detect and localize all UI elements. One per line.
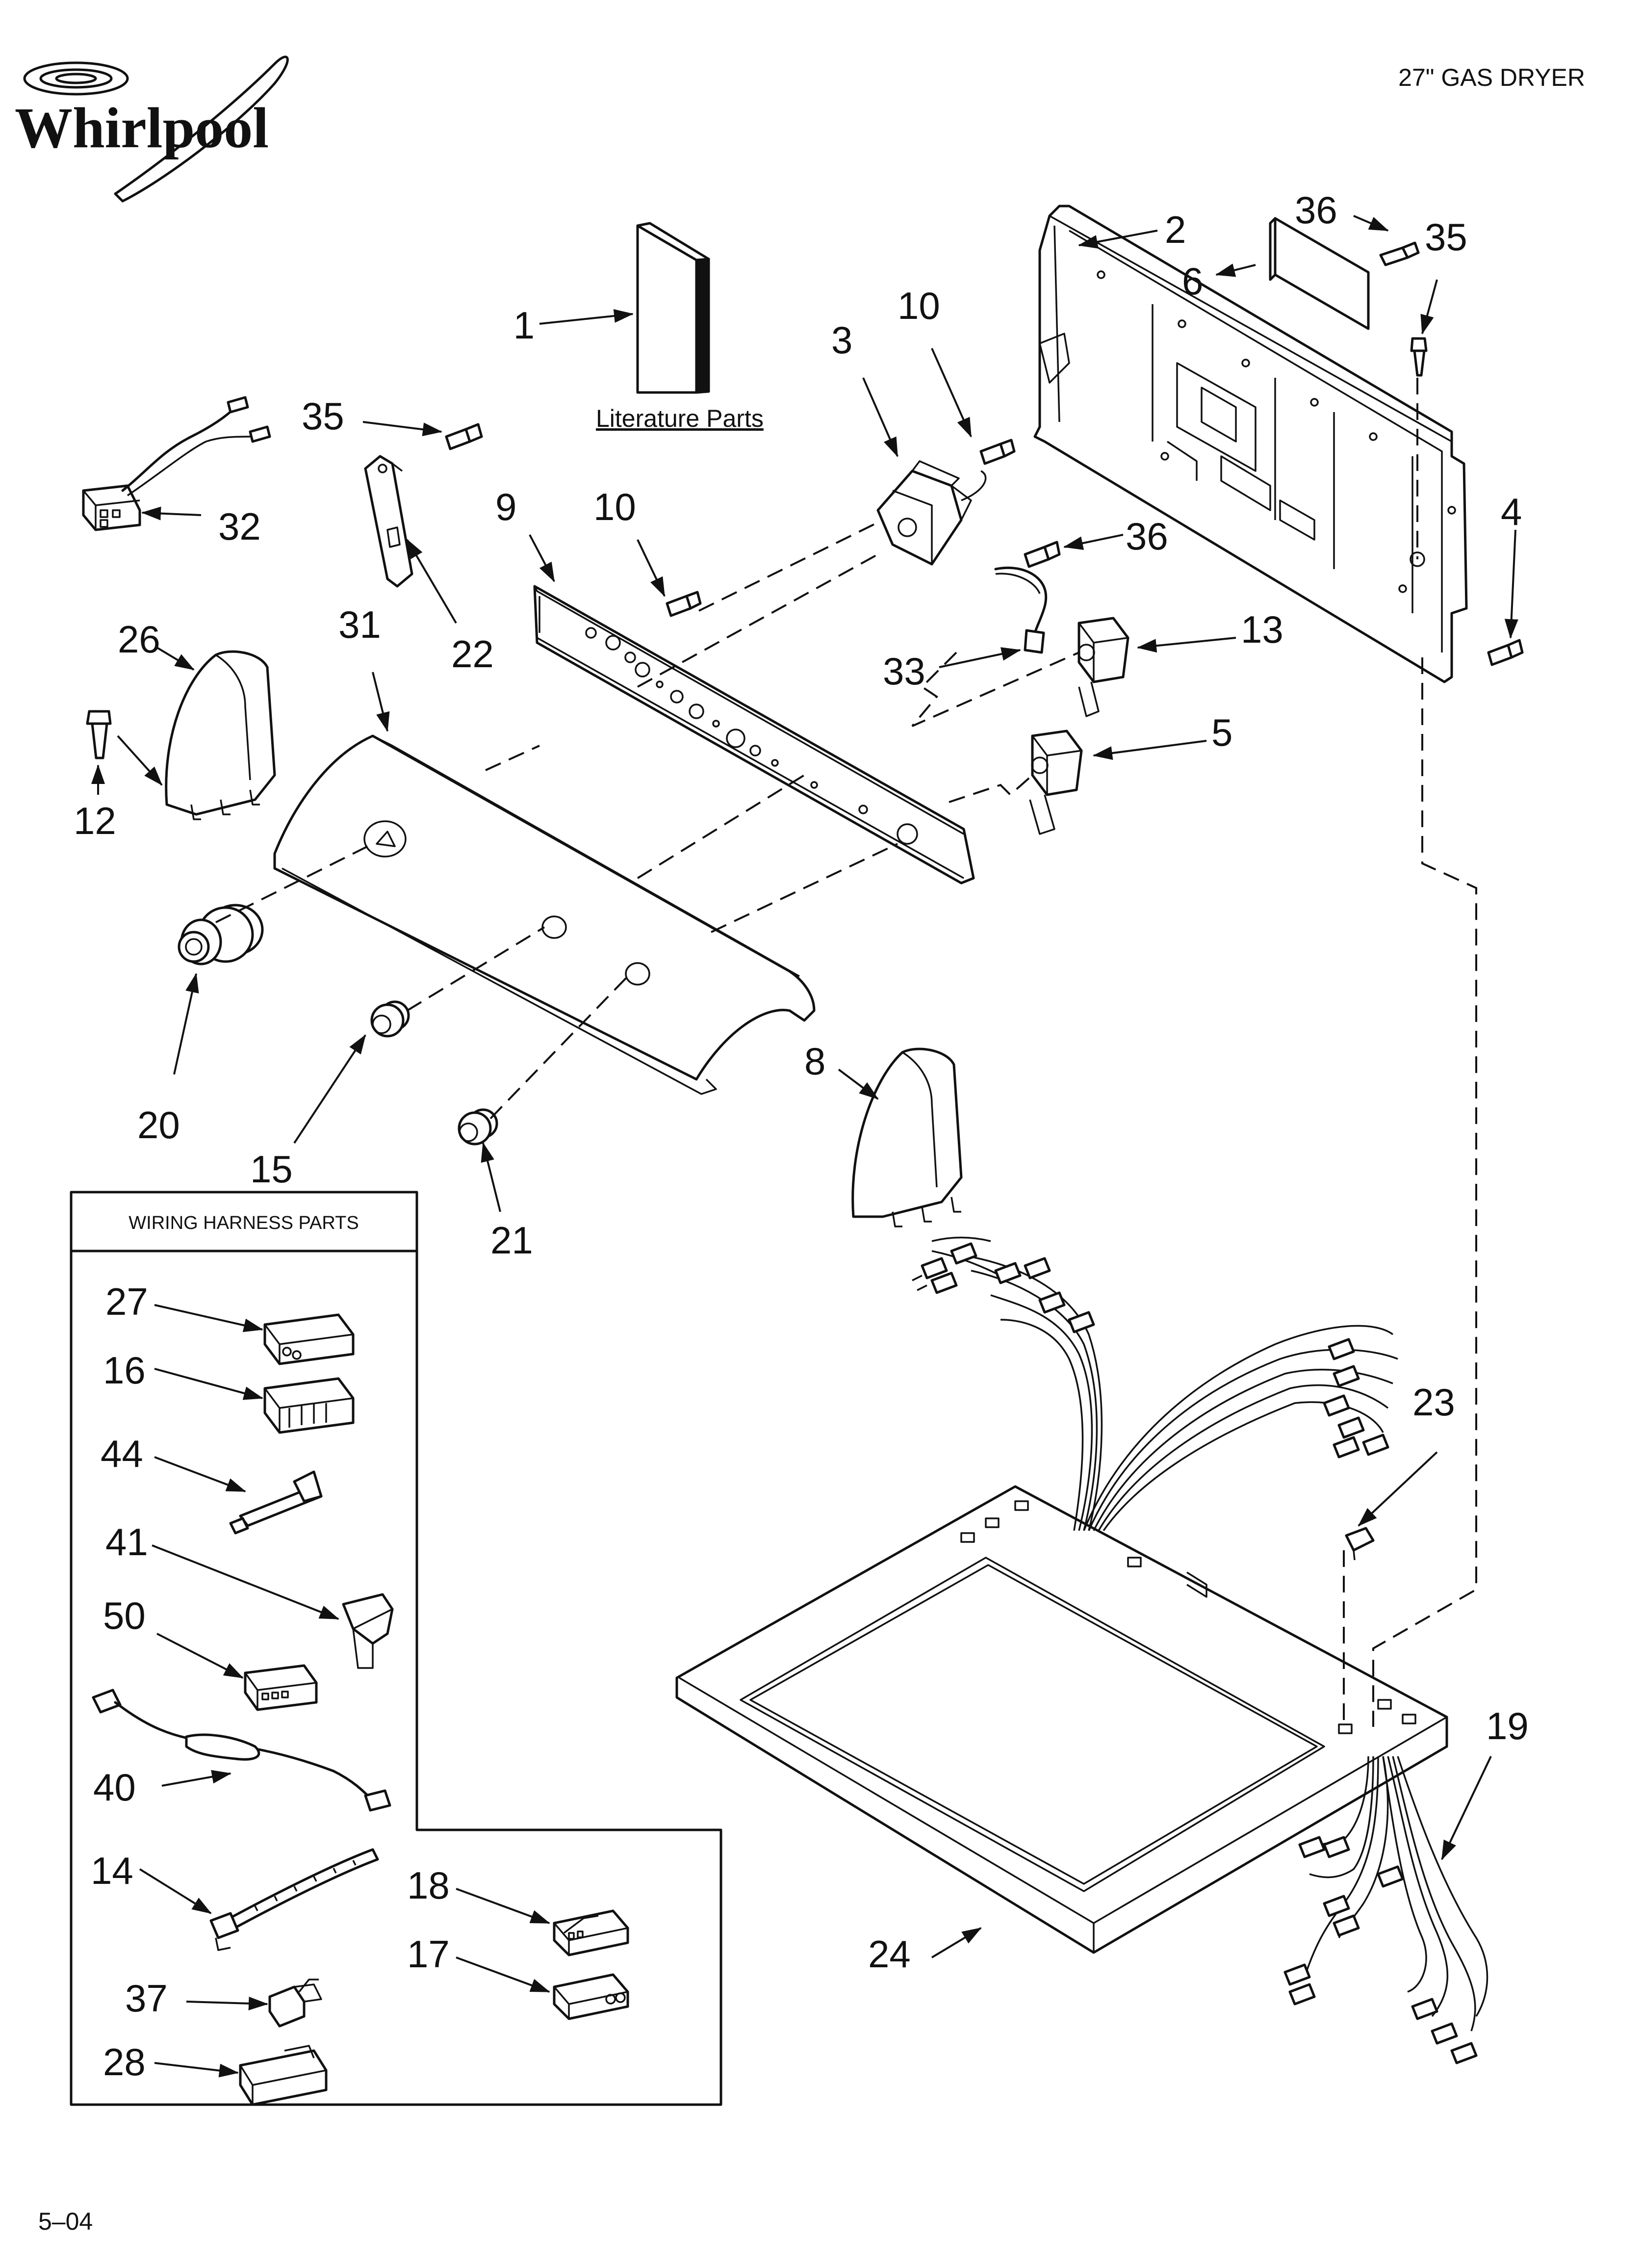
callout-22: 22 <box>451 632 494 676</box>
callout-1: 1 <box>513 304 535 347</box>
callout-numbers: 1 2 3 4 5 6 8 9 10 10 12 13 14 15 16 17 … <box>74 188 1529 2084</box>
wiring-box-title: WIRING HARNESS PARTS <box>128 1213 359 1233</box>
footer-code: 5–04 <box>38 2208 93 2235</box>
callout-9: 9 <box>495 485 516 528</box>
console-mounting-plate <box>1269 217 1370 330</box>
screw-12 <box>86 710 112 759</box>
callout-18: 18 <box>407 1864 450 1907</box>
top-panel <box>675 1485 1448 1954</box>
part-40-wire <box>92 1689 391 1812</box>
callout-36-top: 36 <box>1295 188 1337 232</box>
part-14-tie <box>209 1848 379 1951</box>
screw-35-right <box>1410 337 1428 377</box>
part-41-clip <box>342 1593 394 1669</box>
callout-23: 23 <box>1412 1381 1455 1424</box>
model-title: 27" GAS DRYER <box>1398 64 1585 91</box>
callout-32: 32 <box>218 505 261 548</box>
callout-24: 24 <box>868 1932 911 1976</box>
callout-41: 41 <box>105 1520 148 1564</box>
part-17-connector <box>553 1973 629 2020</box>
knob-20 <box>178 904 264 965</box>
part-18-connector <box>553 1909 629 1956</box>
part-16-housing <box>263 1377 355 1434</box>
callout-44: 44 <box>101 1432 143 1475</box>
callout-35-left: 35 <box>302 394 344 438</box>
callout-20: 20 <box>137 1103 180 1147</box>
part-50-connector <box>244 1664 318 1711</box>
part-28-housing <box>239 2045 328 2106</box>
callout-19: 19 <box>1486 1704 1529 1747</box>
callout-15: 15 <box>250 1147 293 1191</box>
callout-3: 3 <box>831 318 852 362</box>
assembly-lines <box>215 378 1477 1727</box>
callout-10-upper: 10 <box>898 284 940 327</box>
callout-35-right: 35 <box>1425 215 1467 259</box>
timer-switch <box>876 460 987 566</box>
literature-parts-label: Literature Parts <box>596 405 764 432</box>
callout-6: 6 <box>1182 260 1203 303</box>
callout-33: 33 <box>883 650 925 693</box>
harness-32 <box>82 396 271 531</box>
callout-10-lower: 10 <box>593 485 636 528</box>
part-44-terminal <box>229 1470 323 1535</box>
control-console <box>273 734 816 1095</box>
callout-26: 26 <box>118 618 160 661</box>
screw-35-left <box>445 423 483 450</box>
callout-16: 16 <box>103 1349 146 1392</box>
callout-21: 21 <box>490 1219 533 1262</box>
brand-wordmark: Whirlpool <box>15 96 269 160</box>
callout-17: 17 <box>407 1932 450 1976</box>
callout-14: 14 <box>91 1849 133 1892</box>
callout-13: 13 <box>1241 608 1283 651</box>
clip-23 <box>1345 1527 1375 1561</box>
wire-harness-19 <box>1283 1756 1488 2064</box>
literature-booklet <box>636 222 710 394</box>
callout-28: 28 <box>103 2040 146 2084</box>
leader-lines <box>91 215 1518 2078</box>
bracket-22 <box>364 455 413 588</box>
callout-2: 2 <box>1165 208 1186 251</box>
console-rear-panel <box>1033 205 1468 683</box>
whirlpool-logo: Whirlpool <box>15 55 289 203</box>
screw-36-mid <box>1024 541 1061 568</box>
callout-36-mid: 36 <box>1126 515 1168 558</box>
screw-36-top <box>1379 241 1420 266</box>
callout-50: 50 <box>103 1594 146 1637</box>
callout-31: 31 <box>338 603 381 646</box>
callout-12: 12 <box>74 799 116 842</box>
switch-5 <box>1029 730 1083 835</box>
console-bracket <box>533 585 975 885</box>
end-cap-8 <box>851 1047 963 1227</box>
callout-4: 4 <box>1501 490 1522 533</box>
switch-13 <box>1078 617 1129 717</box>
screw-10-lower <box>666 591 702 617</box>
knob-15 <box>370 1000 410 1038</box>
wire-harness-33 <box>994 566 1048 654</box>
knob-21 <box>458 1108 498 1146</box>
callout-27: 27 <box>105 1280 148 1323</box>
callout-37: 37 <box>125 1977 168 2020</box>
part-27-housing <box>263 1313 355 1365</box>
callout-5: 5 <box>1211 711 1232 754</box>
callout-40: 40 <box>93 1766 136 1809</box>
screw-10-upper <box>979 439 1016 465</box>
end-cap-26 <box>165 650 276 820</box>
part-37-connector <box>268 1979 322 2028</box>
callout-8: 8 <box>804 1040 825 1083</box>
wiring-harness-box <box>70 1191 722 2106</box>
wire-harness-upper <box>912 1236 1398 1532</box>
screw-4 <box>1487 639 1524 666</box>
